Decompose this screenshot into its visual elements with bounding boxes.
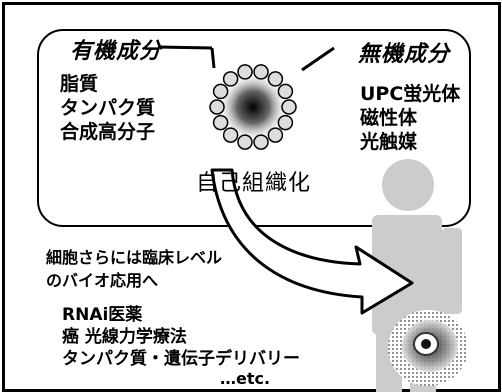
inorganic-leader-line (301, 46, 335, 72)
lipid-sphere (267, 127, 284, 143)
lipid-sphere (267, 71, 284, 87)
organic-leader-line (157, 45, 213, 50)
curved-arrow (210, 168, 414, 315)
lipid-sphere (222, 127, 239, 143)
application-etc: …etc. (220, 369, 271, 388)
lipid-sphere (281, 99, 297, 115)
lead-text-line1: 細胞さらには臨床レベル (46, 248, 223, 267)
organic-leader-tick (210, 47, 216, 69)
lipid-sphere (253, 134, 269, 150)
inorganic-item-upc: UPC蛍光体 (360, 83, 461, 105)
lipid-sphere (277, 114, 294, 131)
inorganic-item-magnetic: 磁性体 (360, 107, 418, 129)
inorganic-item-photocatalyst: 光触媒 (360, 131, 418, 153)
organic-item-protein: タンパク質 (60, 97, 156, 119)
organic-heading: 有機成分 (70, 39, 163, 64)
lipid-sphere (237, 64, 253, 80)
self-assembly-label: 自己組織化 (196, 171, 312, 196)
organic-item-lipid: 脂質 (60, 73, 99, 95)
nanoparticle-icon (209, 64, 297, 150)
inorganic-heading: 無機成分 (358, 42, 451, 67)
cell-icon (388, 310, 468, 386)
application-delivery: タンパク質・遺伝子デリバリー (62, 349, 300, 369)
lipid-sphere (253, 64, 269, 80)
lipid-sphere (222, 71, 239, 87)
application-pdt: 癌 光線力学療法 (62, 327, 187, 347)
lead-text-line2: のバイオ応用へ (46, 271, 159, 290)
lipid-sphere (212, 114, 229, 131)
organic-item-polymer: 合成高分子 (60, 121, 156, 143)
lipid-sphere (209, 99, 225, 115)
lipid-sphere (277, 83, 294, 100)
application-rnai: RNAi医薬 (62, 305, 143, 325)
lipid-sphere (237, 134, 253, 150)
lipid-sphere (212, 83, 229, 100)
